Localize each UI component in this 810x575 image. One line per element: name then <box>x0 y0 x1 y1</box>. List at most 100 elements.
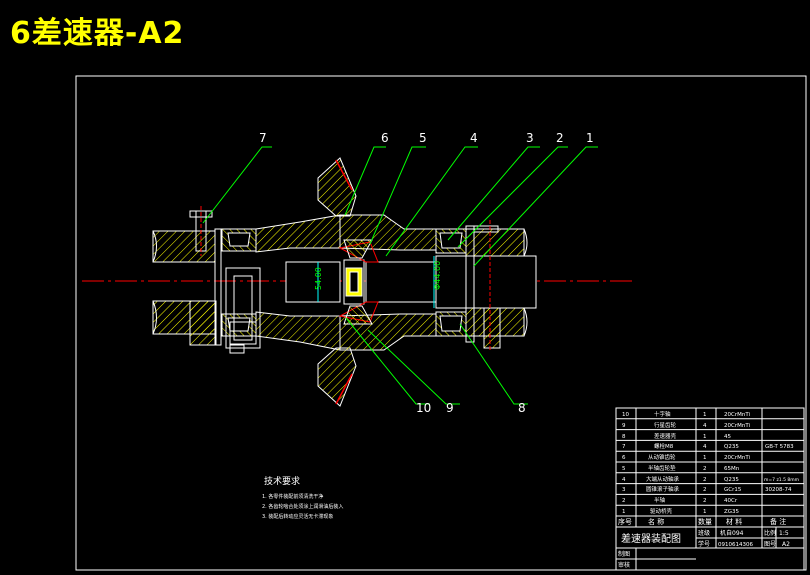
checked-by-label: 审核 <box>618 561 630 569</box>
tech-req-2: 2. 各齿轮啮合处须涂上润滑油后装入 <box>262 503 343 510</box>
bom-no: 7 <box>622 444 626 450</box>
class-value: 机自094 <box>720 529 744 537</box>
bom-name: 驱动桥壳 <box>650 507 673 515</box>
bom-no: 1 <box>622 509 626 515</box>
bom-no: 8 <box>622 434 626 440</box>
bolt-left <box>189 206 213 256</box>
bom-mat: GCr15 <box>724 487 742 493</box>
bom-qty: 2 <box>703 477 707 483</box>
scale-value: 1:5 <box>779 530 789 537</box>
bom-no: 2 <box>622 498 626 504</box>
title-block: 差速器装配图 班级 机自094 比例 1:5 学号 0910614306 图号 … <box>618 529 790 569</box>
bom-header-no: 序号 <box>618 517 632 526</box>
bom-row: 10 十字轴 1 20CrMnTi <box>622 410 751 418</box>
bom-no: 6 <box>622 455 626 461</box>
bom-table <box>615 407 805 571</box>
driven-bevel-gear <box>317 157 357 407</box>
drawn-by-label: 制图 <box>618 550 630 558</box>
balloon-8: 8 <box>518 401 526 415</box>
bom-no: 3 <box>622 487 626 493</box>
bom-name: 圆锥滚子轴承 <box>646 485 680 493</box>
dimension-54: 54.00 <box>314 262 323 302</box>
axle-housing-right <box>465 220 528 352</box>
bom-header-name: 名 称 <box>648 517 664 526</box>
bom-row: 5 半轴齿轮垫 2 65Mn <box>622 464 740 472</box>
bom-no: 5 <box>622 466 626 472</box>
balloon-9: 9 <box>446 401 454 415</box>
bom-note: GB-T 5783 <box>765 444 794 450</box>
bom-name: 螺栓M8 <box>654 442 674 450</box>
bom-row: 2 半轴 2 40Cr <box>622 496 738 504</box>
bom-name: 差速器壳 <box>654 432 677 440</box>
bom-row: 8 差速器壳 1 45 <box>622 432 731 440</box>
bom-mat: 40Cr <box>724 498 738 504</box>
bom-qty: 4 <box>703 423 707 429</box>
bom-qty: 2 <box>703 466 707 472</box>
axle-housing-left <box>152 228 222 346</box>
bom-mat: Q235 <box>724 444 739 450</box>
balloon-1: 1 <box>586 131 594 145</box>
dimension-44: Φ44.00 <box>433 256 442 308</box>
bom-name: 半轴 <box>654 496 666 504</box>
bom-no: 10 <box>622 412 629 418</box>
bom-row: 7 螺栓M8 4 Q235 GB-T 5783 <box>622 442 794 450</box>
half-shaft <box>285 255 537 309</box>
drawing-name: 差速器装配图 <box>621 532 681 545</box>
bom-header-note: 备 注 <box>770 517 786 526</box>
dimension-44-text: Φ44.00 <box>433 261 442 290</box>
tech-req-3: 3. 装配后转动应灵活无卡滞现象 <box>262 513 333 520</box>
technical-requirements: 技术要求 1. 各零件装配前须清洗干净 2. 各齿轮啮合处须涂上润滑油后装入 3… <box>262 475 343 520</box>
sheet-label: 图号 <box>764 541 776 548</box>
balloon-7: 7 <box>259 131 267 145</box>
bom-mat: 65Mn <box>724 466 740 472</box>
bom-mat: 20CrMnTi <box>724 412 751 418</box>
bom-name: 半轴齿轮垫 <box>648 464 676 472</box>
planet-gears <box>338 239 379 325</box>
balloon-3: 3 <box>526 131 534 145</box>
bearing-right <box>435 228 467 337</box>
bom-name: 十字轴 <box>654 410 671 418</box>
bom-no: 4 <box>622 477 626 483</box>
bom-qty: 1 <box>703 509 707 515</box>
bom-qty: 1 <box>703 455 707 461</box>
dimension-54-text: 54.00 <box>314 267 323 290</box>
student-id-value: 0910614306 <box>718 542 753 548</box>
balloon-10: 10 <box>416 401 431 415</box>
tech-req-1: 1. 各零件装配前须清洗干净 <box>262 493 323 500</box>
bom-header-qty: 数量 <box>698 517 712 526</box>
bom-name: 从动锥齿轮 <box>648 453 676 461</box>
balloon-6: 6 <box>381 131 389 145</box>
bom-header: 序号 名 称 数量 材 料 备 注 <box>618 517 786 526</box>
bom-qty: 1 <box>703 412 707 418</box>
bom-row: 3 圆锥滚子轴承 2 GCr15 30208-74 <box>622 485 792 493</box>
balloon-4: 4 <box>470 131 478 145</box>
leader-lines <box>202 146 598 405</box>
bom-row: 6 从动锥齿轮 1 20CrMnTi <box>622 453 751 461</box>
drawing-frame <box>75 75 807 571</box>
bom-note: 30208-74 <box>765 487 792 493</box>
page-title: 6差速器-A2 <box>10 16 185 51</box>
bom-qty: 4 <box>703 444 707 450</box>
bom-row: 9 行星齿轮 4 20CrMnTi <box>622 421 751 429</box>
bom-name: 大端从动轴承 <box>646 475 680 483</box>
bom-name: 行星齿轮 <box>654 421 677 429</box>
bom-qty: 2 <box>703 487 707 493</box>
bom-mat: 20CrMnTi <box>724 423 751 429</box>
bom-note: m=7 z1.5 8mm <box>764 477 799 483</box>
scale-label: 比例 <box>764 529 776 537</box>
sheet-value: A2 <box>782 541 790 548</box>
balloon-5: 5 <box>419 131 427 145</box>
bom-rows: 10 十字轴 1 20CrMnTi 9 行星齿轮 4 20CrMnTi 8 差速… <box>618 410 799 526</box>
bom-no: 9 <box>622 423 626 429</box>
balloon-numbers: 7 6 5 4 3 2 1 10 9 8 <box>259 131 594 415</box>
bom-row: 1 驱动桥壳 1 ZG35 <box>622 507 740 515</box>
bearing-left <box>221 228 257 337</box>
bom-mat: 20CrMnTi <box>724 455 751 461</box>
tech-heading: 技术要求 <box>264 475 300 487</box>
bom-mat: Q235 <box>724 477 739 483</box>
bom-qty: 1 <box>703 434 707 440</box>
bom-row: 4 大端从动轴承 2 Q235 m=7 z1.5 8mm <box>622 475 799 483</box>
balloon-2: 2 <box>556 131 564 145</box>
student-id-label: 学号 <box>698 540 710 548</box>
